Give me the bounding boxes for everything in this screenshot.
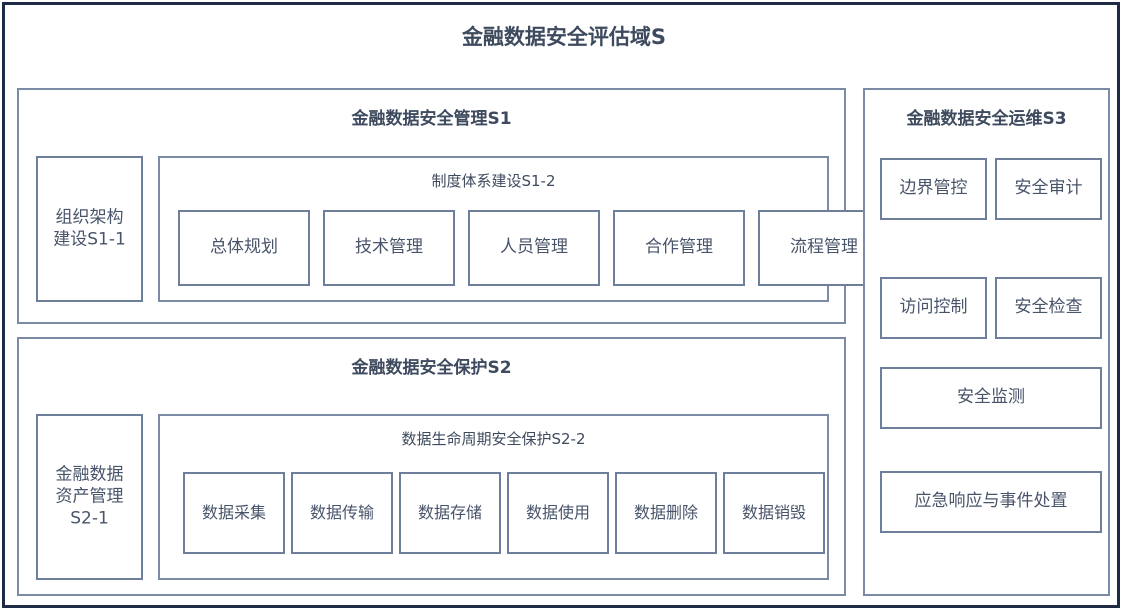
s2-2-item-data-storage[interactable]: 数据存储 [399, 472, 501, 554]
s2-2-item-data-usage[interactable]: 数据使用 [507, 472, 609, 554]
s3-item-security-monitoring[interactable]: 安全监测 [880, 367, 1102, 429]
s2-2-item-data-destruction[interactable]: 数据销毁 [723, 472, 825, 554]
section-s1-title: 金融数据安全管理S1 [351, 109, 512, 129]
section-s1[interactable]: 金融数据安全管理S1 组织架构 建设S1-1 制度体系建设S1-2 总体规划 技… [17, 88, 890, 324]
s1-2-group[interactable]: 制度体系建设S1-2 总体规划 技术管理 人员管理 合作管理 流程管理 [158, 156, 890, 302]
s3-item-security-audit[interactable]: 安全审计 [995, 158, 1102, 220]
s3-item-label: 安全监测 [957, 387, 1025, 408]
s3-item-label: 安全审计 [1014, 178, 1083, 199]
s1-2-item-overall-planning[interactable]: 总体规划 [178, 210, 310, 286]
s1-2-item-label: 人员管理 [500, 237, 568, 258]
s2-1-financial-data-asset-management-box[interactable]: 金融数据 资产管理 S2-1 [36, 414, 143, 580]
section-s3[interactable]: 金融数据安全运维S3 边界管控 安全审计 访问控制 安全检查 安全监测 应急响应… [863, 88, 1110, 596]
s2-2-item-label: 数据采集 [201, 502, 266, 522]
s3-item-boundary-control[interactable]: 边界管控 [880, 158, 987, 220]
s3-item-emergency-response-and-incident-handling[interactable]: 应急响应与事件处置 [880, 471, 1102, 533]
page-title: 金融数据安全评估域S [461, 25, 667, 49]
s2-2-item-label: 数据使用 [525, 502, 590, 522]
s2-1-label: 金融数据 资产管理 S2-1 [55, 464, 124, 528]
s3-item-access-control[interactable]: 访问控制 [880, 277, 987, 339]
s1-2-item-technical-management[interactable]: 技术管理 [323, 210, 455, 286]
s2-2-item-label: 数据销毁 [741, 502, 806, 522]
s2-2-item-data-collection[interactable]: 数据采集 [183, 472, 285, 554]
s2-2-item-label: 数据传输 [309, 502, 374, 522]
s1-2-item-personnel-management[interactable]: 人员管理 [468, 210, 600, 286]
s3-item-security-inspection[interactable]: 安全检查 [995, 277, 1102, 339]
section-s3-title: 金融数据安全运维S3 [906, 109, 1067, 129]
s3-item-label: 安全检查 [1014, 297, 1083, 318]
section-s2[interactable]: 金融数据安全保护S2 金融数据 资产管理 S2-1 数据生命周期安全保护S2-2… [17, 337, 846, 596]
s1-2-group-title: 制度体系建设S1-2 [431, 172, 556, 190]
s2-2-group-title: 数据生命周期安全保护S2-2 [401, 430, 586, 448]
s2-2-item-label: 数据删除 [633, 502, 698, 522]
s1-1-label: 组织架构 建设S1-1 [53, 207, 126, 249]
s2-2-item-label: 数据存储 [417, 502, 482, 522]
s3-item-label: 应急响应与事件处置 [914, 491, 1068, 512]
section-s2-title: 金融数据安全保护S2 [351, 358, 512, 378]
s3-item-label: 访问控制 [899, 297, 968, 318]
s3-item-label: 边界管控 [899, 178, 968, 199]
s1-1-organizational-structure-box[interactable]: 组织架构 建设S1-1 [36, 156, 143, 302]
s1-2-item-label: 技术管理 [355, 237, 423, 258]
s1-2-item-label: 流程管理 [790, 237, 858, 258]
s1-2-item-label: 总体规划 [210, 237, 278, 258]
s2-2-item-data-deletion[interactable]: 数据删除 [615, 472, 717, 554]
s2-2-group[interactable]: 数据生命周期安全保护S2-2 数据采集 数据传输 数据存储 数据使用 数据删除 [158, 414, 829, 580]
s2-2-item-data-transmission[interactable]: 数据传输 [291, 472, 393, 554]
s1-2-item-cooperation-management[interactable]: 合作管理 [613, 210, 745, 286]
s1-2-item-label: 合作管理 [645, 237, 713, 258]
